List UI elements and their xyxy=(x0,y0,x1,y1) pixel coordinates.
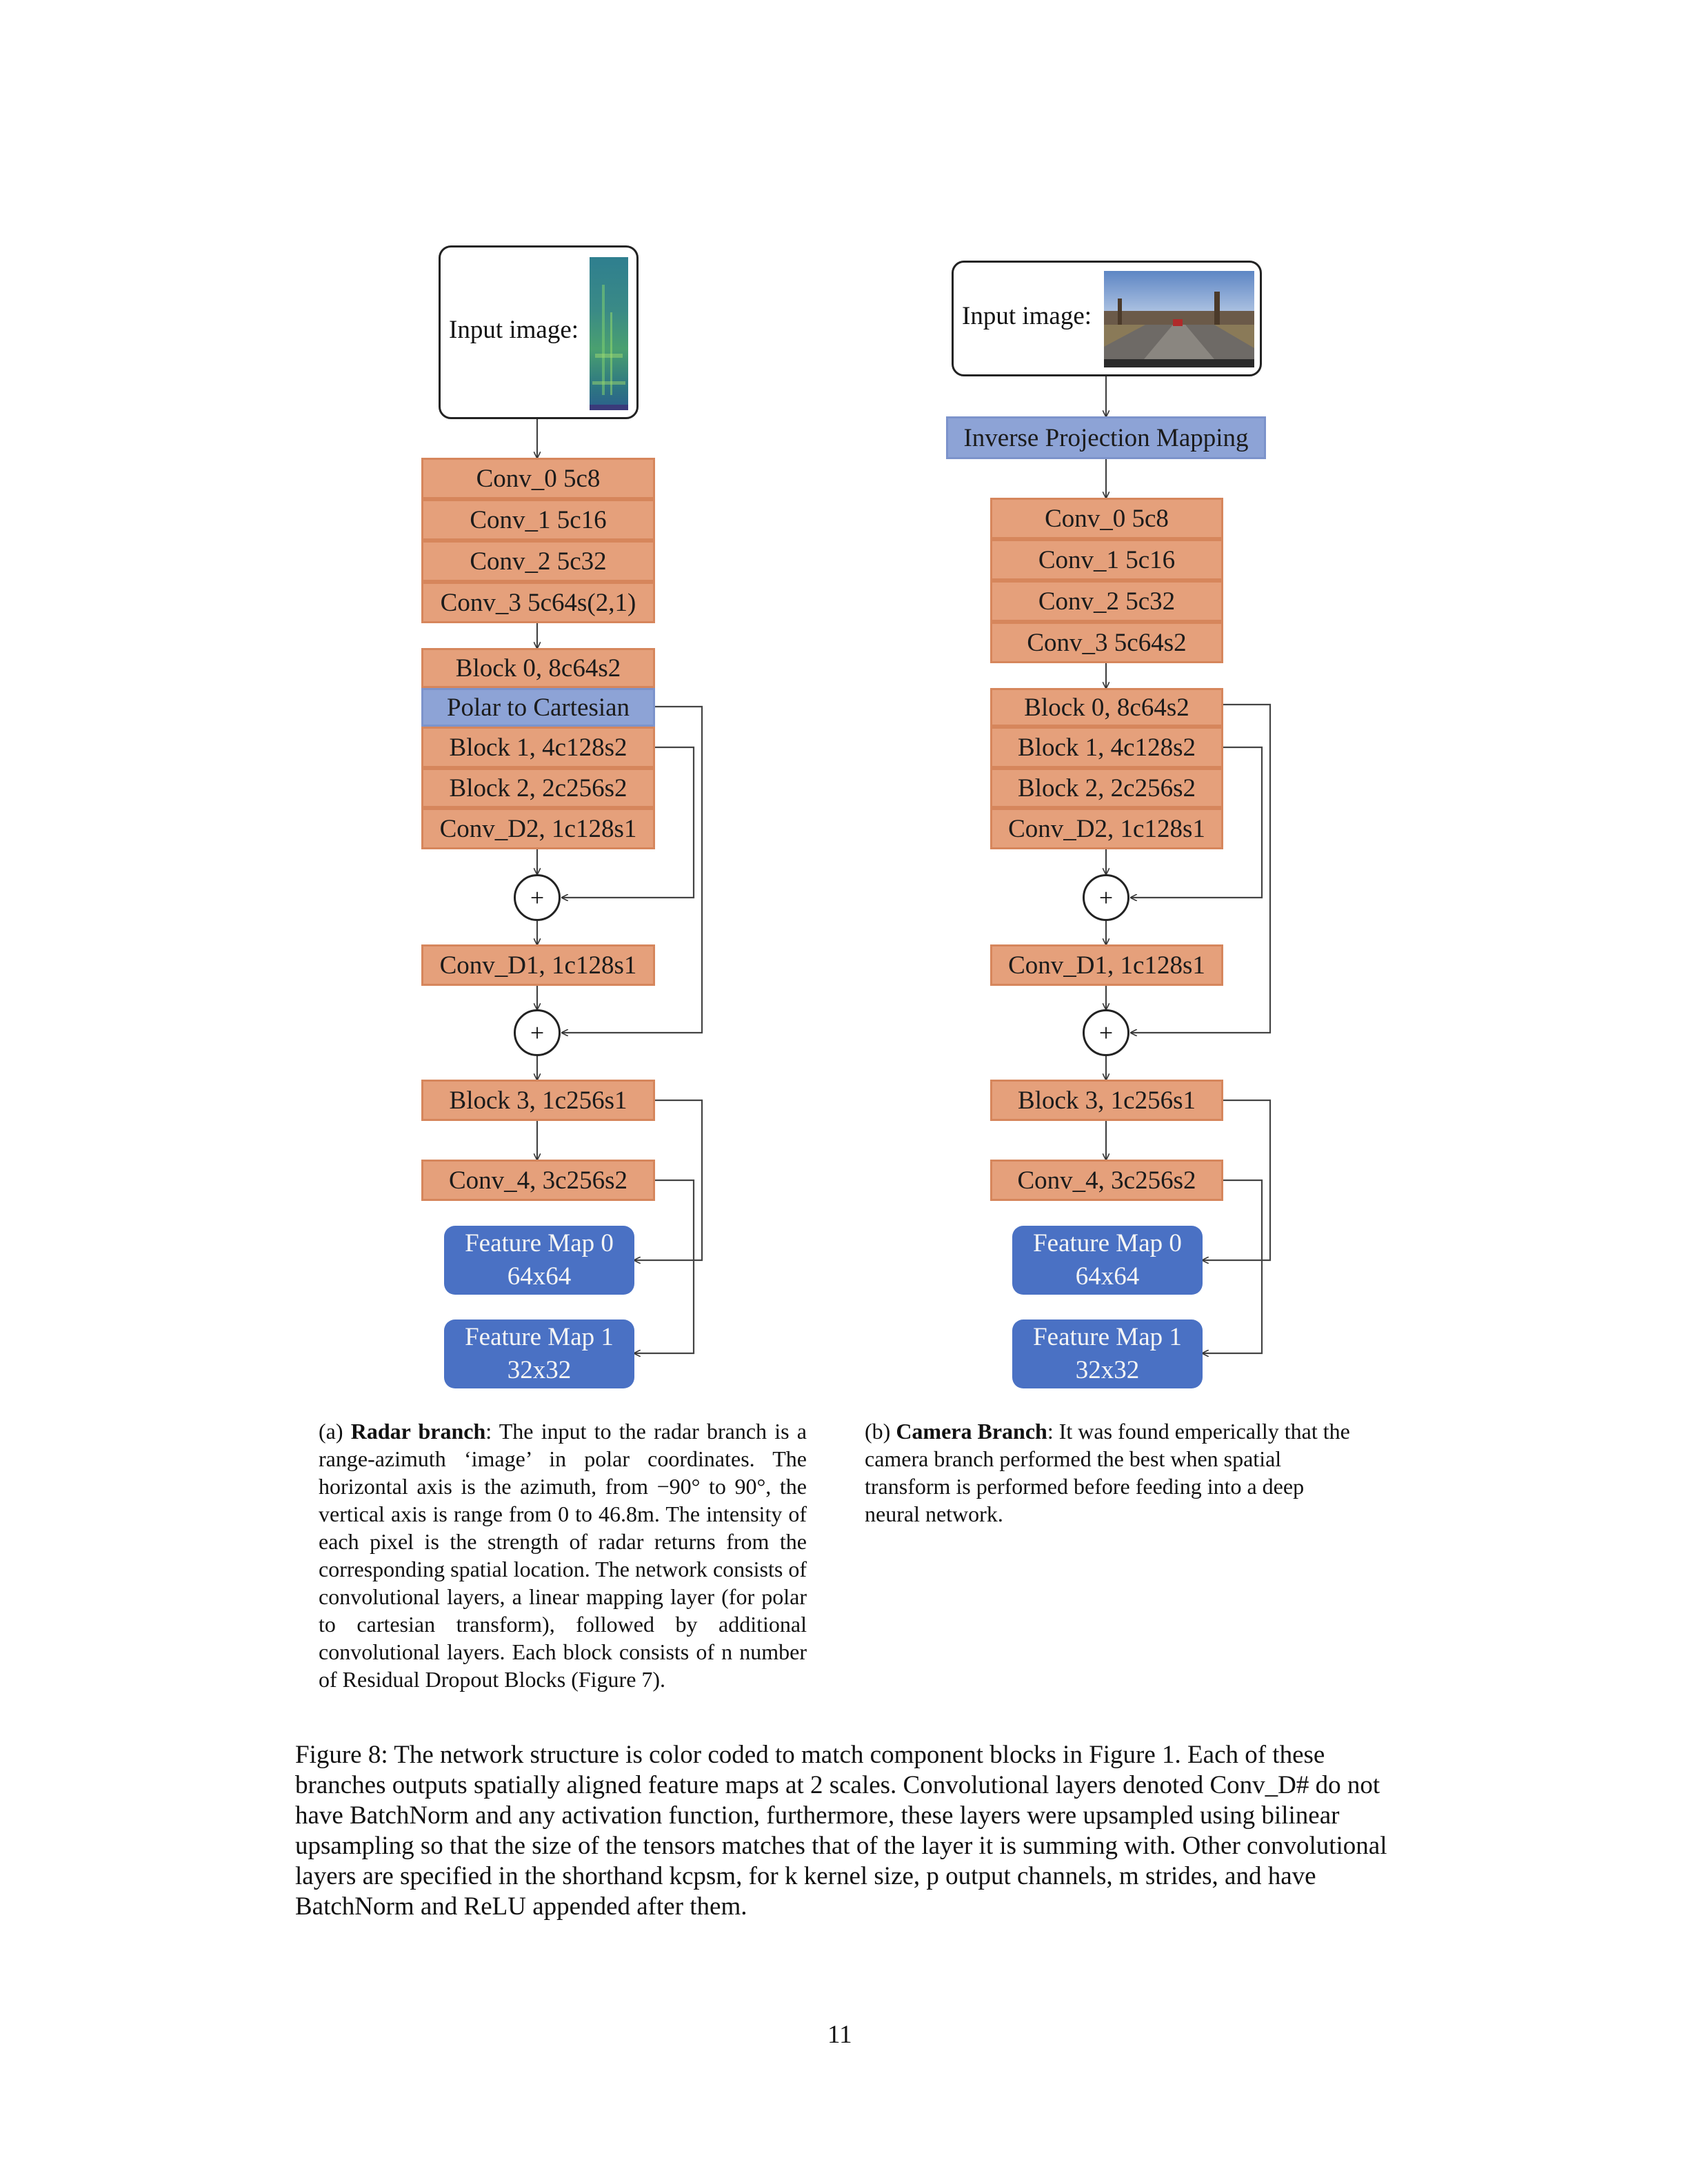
camera-block2: Block 2, 2c256s2 xyxy=(990,768,1223,808)
caption-b-text: : It was found emperically that the came… xyxy=(865,1419,1350,1526)
camera-block0: Block 0, 8c64s2 xyxy=(990,688,1223,727)
radar-block0: Block 0, 8c64s2 xyxy=(421,648,655,688)
camera-input-box: Input image: xyxy=(952,261,1262,376)
camera-conv0: Conv_0 5c8 xyxy=(990,498,1223,539)
radar-feature-map-1: Feature Map 1 32x32 xyxy=(444,1320,634,1388)
camera-fm0-title: Feature Map 0 xyxy=(1033,1229,1182,1257)
radar-conv3: Conv_3 5c64s(2,1) xyxy=(421,582,655,623)
caption-b-title: Camera Branch xyxy=(896,1419,1047,1444)
camera-conv1: Conv_1 5c16 xyxy=(990,539,1223,580)
camera-block1: Block 1, 4c128s2 xyxy=(990,727,1223,768)
camera-sum-node-2: + xyxy=(1083,1009,1129,1056)
camera-block3: Block 3, 1c256s1 xyxy=(990,1080,1223,1121)
radar-conv0: Conv_0 5c8 xyxy=(421,458,655,499)
radar-conv2: Conv_2 5c32 xyxy=(421,540,655,582)
radar-conv1: Conv_1 5c16 xyxy=(421,499,655,540)
camera-feature-map-1: Feature Map 1 32x32 xyxy=(1012,1320,1203,1388)
camera-conv4: Conv_4, 3c256s2 xyxy=(990,1160,1223,1201)
radar-conv-d2: Conv_D2, 1c128s1 xyxy=(421,808,655,849)
figure-caption: Figure 8: The network structure is color… xyxy=(295,1741,1387,1921)
radar-fm0-title: Feature Map 0 xyxy=(465,1229,614,1257)
radar-conv-d1: Conv_D1, 1c128s1 xyxy=(421,944,655,986)
caption-camera-branch: (b) Camera Branch: It was found emperica… xyxy=(865,1417,1358,1528)
radar-feature-map-0: Feature Map 0 64x64 xyxy=(444,1226,634,1295)
radar-fm1-size: 32x32 xyxy=(507,1356,572,1384)
camera-fm1-title: Feature Map 1 xyxy=(1033,1323,1182,1351)
camera-input-label: Input image: xyxy=(962,302,1092,330)
camera-conv3: Conv_3 5c64s2 xyxy=(990,622,1223,663)
radar-fm0-size: 64x64 xyxy=(507,1262,572,1291)
camera-feature-map-0: Feature Map 0 64x64 xyxy=(1012,1226,1203,1295)
camera-input-thumbnail xyxy=(1104,271,1254,367)
camera-sum-node-1: + xyxy=(1083,874,1129,921)
caption-a-prefix: (a) xyxy=(319,1419,351,1444)
radar-polar-to-cartesian: Polar to Cartesian xyxy=(421,688,655,727)
camera-fm1-size: 32x32 xyxy=(1075,1356,1140,1384)
page-number: 11 xyxy=(827,2021,852,2049)
radar-block2: Block 2, 2c256s2 xyxy=(421,768,655,808)
caption-a-title: Radar branch xyxy=(350,1419,486,1444)
caption-radar-branch: (a) Radar branch: The input to the radar… xyxy=(319,1417,807,1693)
radar-input-box: Input image: xyxy=(439,245,639,419)
radar-block1: Block 1, 4c128s2 xyxy=(421,727,655,768)
radar-sum-node-2: + xyxy=(514,1009,561,1056)
radar-fm1-title: Feature Map 1 xyxy=(465,1323,614,1351)
radar-input-label: Input image: xyxy=(449,316,579,344)
camera-conv2: Conv_2 5c32 xyxy=(990,580,1223,622)
radar-sum-node-1: + xyxy=(514,874,561,921)
radar-input-thumbnail xyxy=(590,257,628,410)
camera-conv-d2: Conv_D2, 1c128s1 xyxy=(990,808,1223,849)
radar-conv4: Conv_4, 3c256s2 xyxy=(421,1160,655,1201)
caption-a-text: : The input to the radar branch is a ran… xyxy=(319,1419,807,1692)
radar-block3: Block 3, 1c256s1 xyxy=(421,1080,655,1121)
camera-conv-d1: Conv_D1, 1c128s1 xyxy=(990,944,1223,986)
caption-b-prefix: (b) xyxy=(865,1419,896,1444)
camera-fm0-size: 64x64 xyxy=(1075,1262,1140,1291)
camera-inverse-projection-mapping: Inverse Projection Mapping xyxy=(946,416,1266,459)
